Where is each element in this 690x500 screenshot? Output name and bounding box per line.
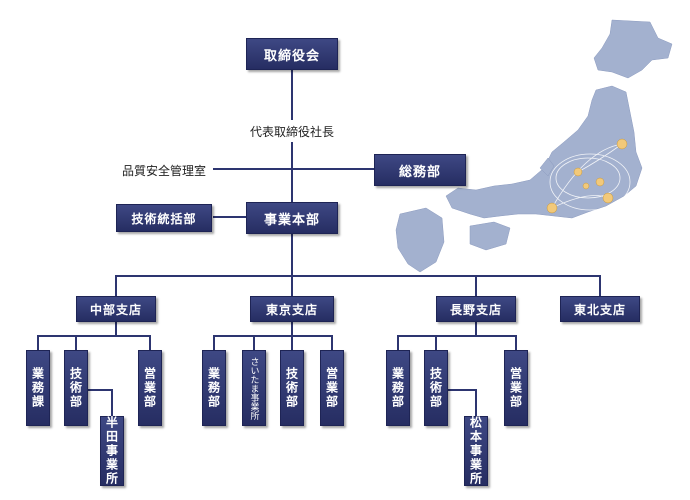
nagano-office-box: 松本事業所 — [464, 416, 488, 486]
noto-shape — [539, 157, 555, 177]
tokyo-branch-box: 東京支店 — [250, 296, 334, 322]
location-marker — [602, 192, 614, 204]
nagano-unit-box: 営業部 — [504, 350, 528, 426]
location-marker — [595, 177, 605, 187]
general-affairs-label: 総務部 — [398, 164, 441, 180]
tech-control-box: 技術統括部 — [116, 204, 212, 232]
nagano-branch-box: 長野支店 — [436, 296, 516, 322]
tokyo-unit-box: 営業部 — [320, 350, 344, 426]
chubu-office-box: 半田事業所 — [100, 416, 124, 486]
business-hq-box: 事業本部 — [246, 202, 338, 234]
nagano-branch-label: 長野支店 — [449, 302, 502, 317]
tokyo-unit-label: 業務部 — [206, 367, 221, 409]
shikoku-shape — [469, 221, 511, 251]
chubu-unit-label: 営業部 — [142, 367, 157, 409]
chubu-office-label: 半田事業所 — [104, 416, 119, 486]
general-affairs-box: 総務部 — [374, 154, 466, 186]
chubu-unit-label: 技術部 — [68, 367, 83, 409]
tokyo-unit-box: さいたま事業所 — [242, 350, 266, 426]
tokyo-unit-label: 営業部 — [324, 367, 339, 409]
quality-office-text: 品質安全管理室 — [121, 163, 206, 178]
tokyo-unit-box: 業務部 — [202, 350, 226, 426]
kyushu-shape — [395, 207, 445, 273]
nagano-unit-label: 技術部 — [428, 367, 443, 409]
tokyo-unit-label: 技術部 — [284, 367, 299, 409]
chubu-unit-label: 業務課 — [30, 367, 45, 409]
nagano-unit-box: 技術部 — [424, 350, 448, 426]
location-marker — [573, 167, 583, 177]
chubu-unit-box: 技術部 — [64, 350, 88, 426]
tohoku-branch-label: 東北支店 — [573, 302, 626, 317]
business-hq-label: 事業本部 — [263, 212, 320, 228]
honshu-shape — [445, 85, 643, 219]
hokkaido-shape — [593, 19, 673, 79]
tokyo-branch-label: 東京支店 — [265, 302, 318, 317]
tokyo-unit-label: さいたま事業所 — [248, 356, 259, 420]
president-label: 代表取締役社長 — [240, 120, 344, 142]
nagano-unit-label: 業務部 — [390, 367, 405, 409]
nagano-unit-box: 業務部 — [386, 350, 410, 426]
chubu-unit-box: 営業部 — [138, 350, 162, 426]
board-label: 取締役会 — [263, 48, 320, 64]
quality-office-label: 品質安全管理室 — [116, 160, 212, 180]
tohoku-branch-box: 東北支店 — [560, 296, 640, 322]
chubu-branch-label: 中部支店 — [89, 302, 142, 317]
tokyo-unit-box: 技術部 — [280, 350, 304, 426]
tech-control-label: 技術統括部 — [131, 211, 197, 226]
chubu-unit-box: 業務課 — [26, 350, 50, 426]
location-marker — [546, 202, 558, 214]
president-text: 代表取締役社長 — [249, 124, 334, 139]
nagano-unit-label: 営業部 — [508, 367, 523, 409]
nagano-office-label: 松本事業所 — [468, 416, 483, 486]
chubu-branch-box: 中部支店 — [76, 296, 156, 322]
location-marker — [616, 138, 628, 150]
board-of-directors-box: 取締役会 — [246, 38, 338, 70]
location-marker — [582, 182, 590, 190]
